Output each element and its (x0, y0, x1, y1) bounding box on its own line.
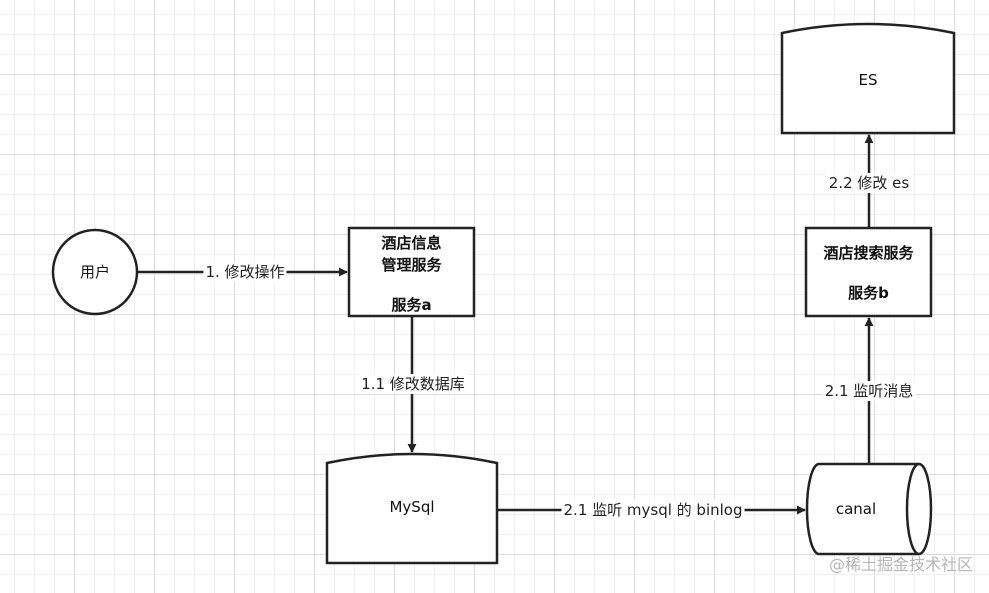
user-node-label: 用户 (79, 263, 110, 281)
canal-node-face (905, 462, 920, 556)
service-b-line1: 酒店搜索服务 (823, 244, 914, 262)
service-b-node-label: 酒店搜索服务 服务b (806, 242, 931, 304)
edge-label-mysql-to-canal: 2.1 监听 mysql 的 binlog (561, 500, 745, 520)
edge-label-service-a-to-mysql: 1.1 修改数据库 (359, 374, 467, 394)
mysql-node-shape (325, 452, 499, 565)
mysql-node-label: MySql (389, 498, 435, 516)
canal-node-label: canal (835, 500, 877, 518)
service-a-node-label: 酒店信息 管理服务 服务a (349, 232, 474, 316)
edge-label-canal-to-service-b: 2.1 监听消息 (822, 381, 916, 401)
watermark-text: @稀土掘金技术社区 (828, 555, 973, 574)
edge-label-service-b-to-es: 2.2 修改 es (826, 173, 912, 193)
service-a-line3: 服务a (391, 296, 432, 314)
edge-label-user-to-service-a: 1. 修改操作 (203, 262, 287, 282)
service-a-node-shape (347, 226, 476, 318)
service-a-line2: 管理服务 (381, 256, 442, 274)
es-node-label: ES (858, 71, 878, 89)
es-node-shape (780, 22, 956, 135)
service-b-line2: 服务b (848, 284, 889, 302)
service-a-line1: 酒店信息 (381, 234, 442, 252)
